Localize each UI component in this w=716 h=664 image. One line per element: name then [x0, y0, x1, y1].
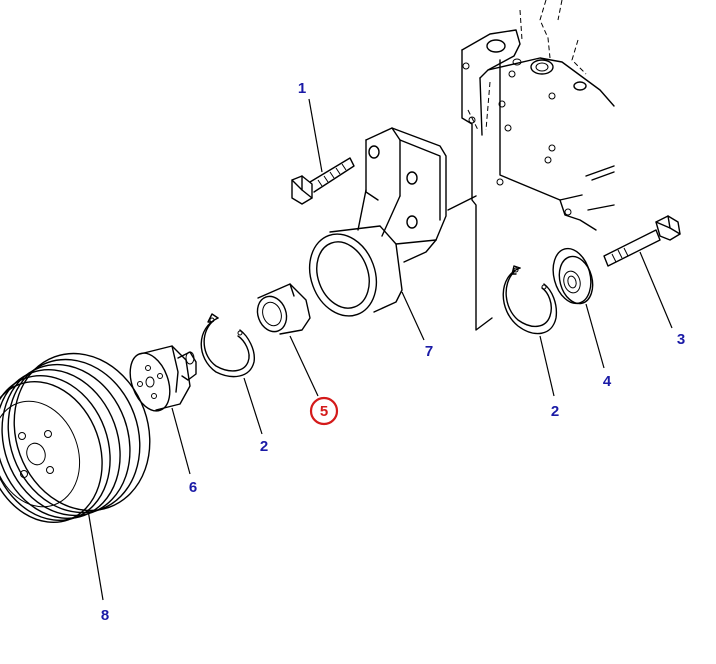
callout-5-highlight-ring [309, 396, 339, 426]
leader-1 [308, 98, 323, 173]
part-6-flange-hub [129, 345, 197, 412]
callout-8: 8 [101, 607, 109, 624]
leader-4 [585, 303, 605, 369]
callout-2-left: 2 [260, 438, 268, 455]
leader-2-right [539, 335, 555, 397]
leader-6 [171, 407, 191, 475]
part-8-pulley [0, 352, 151, 524]
callout-5: 5 [320, 403, 328, 420]
leader-3 [639, 251, 673, 329]
callout-4: 4 [603, 373, 612, 390]
leader-7 [401, 291, 425, 341]
engine-block [447, 0, 615, 331]
leader-lines [87, 98, 673, 601]
callout-7: 7 [425, 343, 433, 360]
leader-8 [87, 509, 104, 601]
part-2-snap-ring-right [502, 265, 558, 335]
callout-1: 1 [298, 80, 306, 97]
callouts: 1 2 2 3 4 5 6 7 8 [101, 80, 685, 624]
part-5-bearing [256, 283, 311, 335]
leader-5 [289, 335, 319, 397]
callout-2-right: 2 [551, 403, 559, 420]
callout-3: 3 [677, 331, 685, 348]
callout-6: 6 [189, 479, 197, 496]
part-1-bolt [291, 157, 355, 205]
part-2-snap-ring-left [200, 313, 255, 378]
part-4-bearing [552, 247, 594, 305]
leader-2-left [243, 377, 263, 435]
part-7-bracket-housing [308, 127, 447, 317]
part-3-long-bolt [603, 215, 681, 267]
